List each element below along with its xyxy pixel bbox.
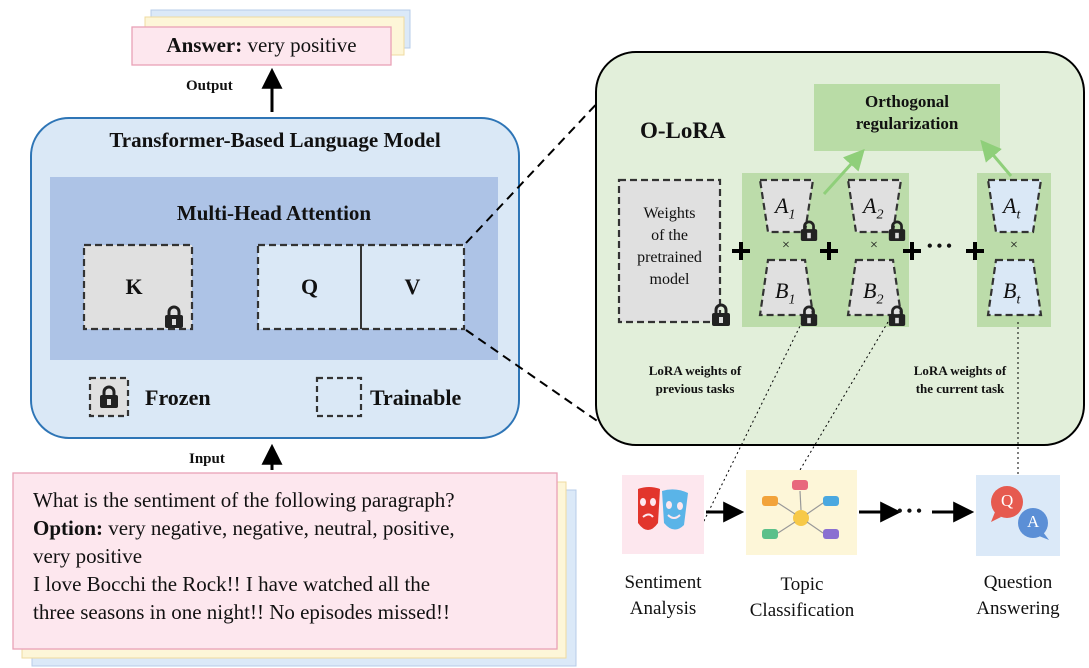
lock-icon bbox=[710, 303, 732, 332]
lock-icon bbox=[98, 385, 120, 414]
prompt-line-1: What is the sentiment of the following p… bbox=[33, 488, 455, 512]
bt-label: Bt bbox=[1003, 278, 1021, 308]
v-label: V bbox=[404, 274, 421, 299]
weights-line-3: pretrained bbox=[637, 249, 702, 266]
prompt-line-4: I love Bocchi the Rock!! I have watched … bbox=[33, 572, 431, 596]
prompt-line-3: very positive bbox=[33, 544, 143, 568]
reg-line-1: Orthogonal bbox=[864, 92, 950, 111]
k-label: K bbox=[125, 274, 143, 299]
zoom-line-top bbox=[465, 96, 604, 244]
attention-title: Multi-Head Attention bbox=[176, 201, 372, 225]
a1-label: A1 bbox=[775, 193, 796, 223]
curr-line-1: LoRA weights of bbox=[913, 363, 1007, 378]
curr-line-2: the current task bbox=[915, 381, 1005, 396]
prompt-card-stack bbox=[12, 472, 577, 667]
model-title: Transformer-Based Language Model bbox=[109, 128, 441, 152]
lock-icon bbox=[887, 220, 907, 247]
regularization-label: Orthogonal regularization bbox=[814, 91, 1000, 135]
prev-line-2: previous tasks bbox=[655, 381, 735, 396]
qa-icon bbox=[976, 475, 1060, 556]
plus-signs bbox=[732, 242, 984, 260]
legend-trainable-box bbox=[315, 376, 363, 418]
prompt-line-2: Option: very negative, negative, neutral… bbox=[33, 514, 455, 542]
reg-arrow-curr bbox=[980, 139, 1013, 177]
b2-label: B2 bbox=[863, 278, 884, 308]
prompt-card bbox=[12, 472, 558, 650]
bt-trapezoid bbox=[986, 258, 1043, 317]
input-label: Input bbox=[189, 451, 225, 467]
reg-arrow-prev bbox=[822, 148, 865, 196]
times-sign-1: × bbox=[782, 238, 790, 253]
current-task-label: LoRA weights of the current task bbox=[890, 362, 1030, 398]
a2-label: A2 bbox=[863, 193, 884, 223]
at-trapezoid bbox=[986, 178, 1043, 234]
regularization-box bbox=[814, 84, 1000, 151]
b1-label: B1 bbox=[775, 278, 796, 308]
zoom-line-bottom bbox=[465, 329, 604, 426]
pretrained-weights-box bbox=[617, 178, 722, 324]
topic-icon bbox=[746, 470, 857, 555]
times-sign-3: × bbox=[1010, 238, 1018, 253]
answer-label: Answer: bbox=[166, 33, 243, 57]
lock-icon bbox=[799, 220, 819, 247]
task-label-topic: Topic Classification bbox=[749, 574, 855, 621]
output-label: Output bbox=[186, 78, 233, 94]
previous-tasks-label: LoRA weights of previous tasks bbox=[630, 362, 760, 398]
qa-icon-q: Q bbox=[1001, 491, 1014, 510]
at-label: At bbox=[1003, 193, 1021, 223]
prev-line-1: LoRA weights of bbox=[648, 363, 742, 378]
task-label-sentiment: Sentiment Analysis bbox=[624, 572, 702, 619]
answer-card-stack bbox=[131, 9, 411, 66]
times-sign-2: × bbox=[870, 238, 878, 253]
lora-adapters bbox=[758, 178, 1043, 317]
answer-value: very positive bbox=[242, 33, 357, 57]
weights-line-1: Weights bbox=[643, 205, 696, 222]
lora-ellipsis: • • • bbox=[927, 238, 952, 255]
sentiment-icon bbox=[622, 475, 704, 554]
connector-sentiment bbox=[700, 321, 803, 528]
lock-icon bbox=[799, 305, 819, 332]
answer-card bbox=[131, 26, 392, 66]
lock-icon bbox=[887, 305, 907, 332]
prompt-line-5: three seasons in one night!! No episodes… bbox=[33, 600, 450, 624]
prompt-text: What is the sentiment of the following p… bbox=[33, 486, 455, 626]
legend-frozen-label: Frozen bbox=[145, 385, 211, 410]
reg-line-2: regularization bbox=[855, 114, 959, 133]
answer-text: Answer: very positive bbox=[132, 33, 391, 58]
option-label: Option: bbox=[33, 516, 104, 540]
legend-trainable-label: Trainable bbox=[370, 385, 462, 410]
pretrained-weights-label: Weights of the pretrained model bbox=[619, 203, 720, 291]
qa-icon-a: A bbox=[1027, 512, 1040, 531]
olora-title: O-LoRA bbox=[640, 118, 726, 143]
task-ellipsis: • • • bbox=[897, 503, 922, 520]
lock-icon bbox=[163, 305, 185, 334]
option-text: very negative, negative, neutral, positi… bbox=[103, 516, 455, 540]
q-label: Q bbox=[300, 274, 319, 299]
weights-line-2: of the bbox=[651, 227, 688, 244]
weights-line-4: model bbox=[649, 271, 690, 288]
task-label-qa: Question Answering bbox=[976, 572, 1060, 619]
